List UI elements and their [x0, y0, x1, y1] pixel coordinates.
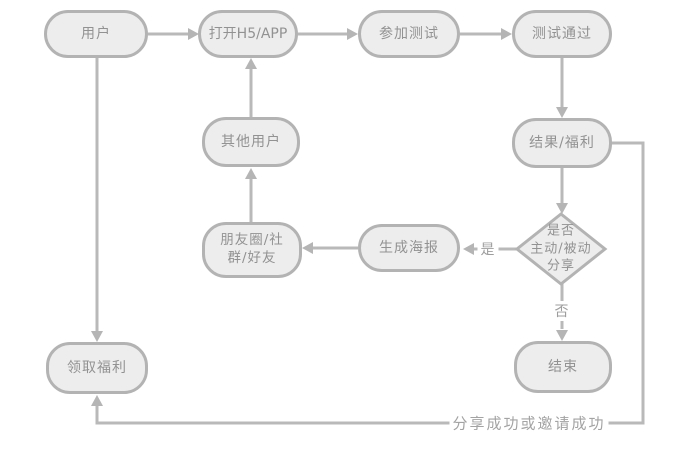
arrowhead-down-icon: [556, 107, 568, 118]
node-test-passed: 测试通过: [512, 10, 612, 58]
arrowhead-down-icon: [556, 203, 568, 214]
node-generate-poster: 生成海报: [358, 224, 460, 272]
arrowhead-right-icon: [501, 28, 512, 40]
node-moments-groups-friends: 朋友圈/社 群/好友: [202, 222, 302, 278]
arrowhead-up-icon: [91, 395, 103, 406]
arrowhead-down-icon: [91, 331, 103, 342]
arrowhead-left-icon: [463, 243, 474, 255]
edge-result-claim-return: [95, 141, 645, 425]
node-share-decision-shape: [514, 212, 608, 286]
edge-label-yes: 是: [477, 239, 499, 259]
arrowhead-up-icon: [245, 58, 257, 69]
arrowhead-up-icon: [245, 168, 257, 179]
arrowhead-left-icon: [302, 242, 313, 254]
node-end: 结束: [514, 341, 612, 393]
node-take-test: 参加测试: [358, 10, 460, 58]
arrowhead-down-icon: [556, 330, 568, 341]
arrowhead-right-icon: [188, 28, 199, 40]
node-open-h5-app: 打开H5/APP: [198, 10, 298, 58]
node-result-benefit: 结果/福利: [512, 118, 612, 168]
node-share-decision-label: 是否 主动/被动 分享: [530, 223, 592, 274]
node-other-users: 其他用户: [202, 117, 300, 167]
arrowhead-right-icon: [347, 28, 358, 40]
edge-label-share-success: 分享成功或邀请成功: [449, 412, 609, 434]
node-claim-benefit: 领取福利: [46, 342, 148, 394]
node-user: 用户: [44, 10, 148, 58]
edge-label-no: 否: [551, 301, 573, 321]
